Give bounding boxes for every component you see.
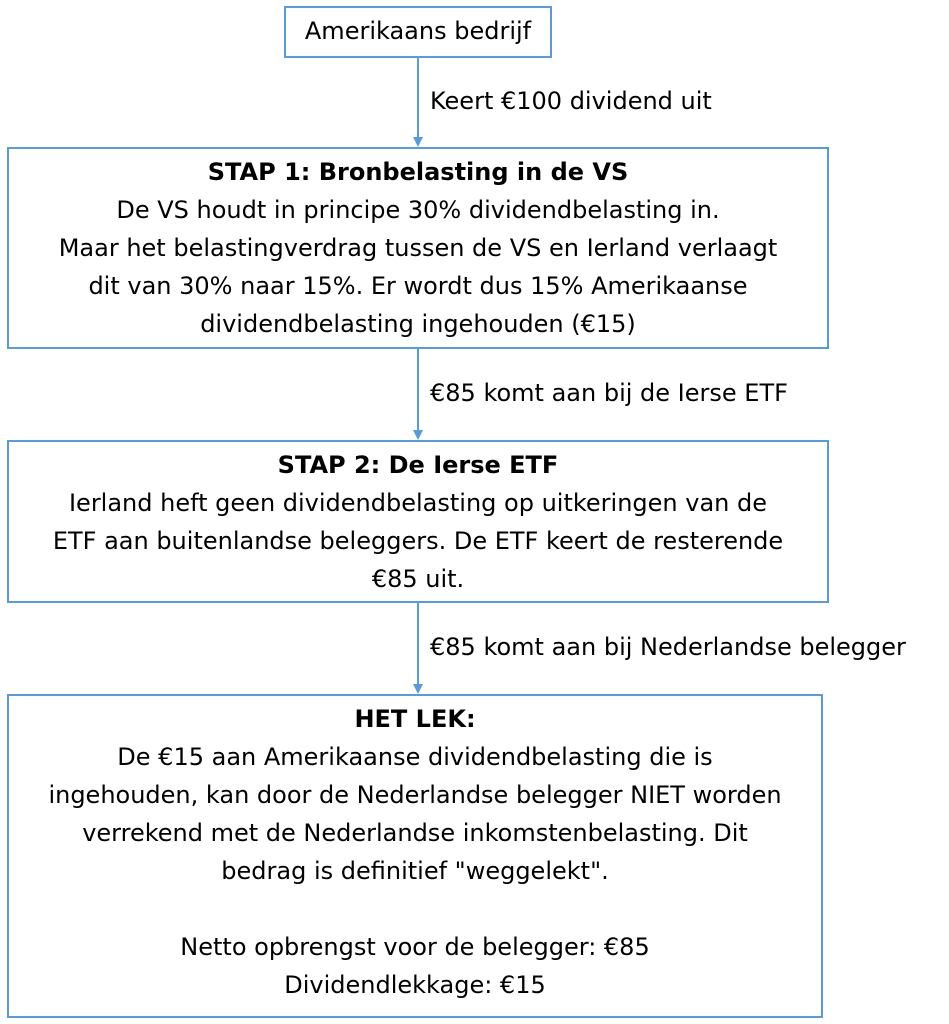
node-text-line: bedrag is definitief "weggelekt". <box>221 857 609 885</box>
node-stap-1: STAP 1: Bronbelasting in de VS De VS hou… <box>7 147 829 349</box>
edge-label-etf-arrival: €85 komt aan bij de Ierse ETF <box>430 379 788 407</box>
summary-net-return: Netto opbrengst voor de belegger: €85 <box>180 933 650 961</box>
summary-dividend-leakage: Dividendlekkage: €15 <box>284 971 546 999</box>
edge-label-investor-arrival: €85 komt aan bij Nederlandse belegger <box>430 633 906 661</box>
node-text-line: De €15 aan Amerikaanse dividendbelasting… <box>117 743 713 771</box>
node-label: Amerikaans bedrijf <box>304 17 532 45</box>
node-text-line: Ierland heft geen dividendbelasting op u… <box>68 489 768 517</box>
blank-line <box>9 890 821 928</box>
node-title: HET LEK: <box>354 705 476 733</box>
node-text-line: De VS houdt in principe 30% dividendbela… <box>116 196 720 224</box>
node-text-line: verrekend met de Nederlandse inkomstenbe… <box>82 819 748 847</box>
node-stap-2: STAP 2: De Ierse ETF Ierland heft geen d… <box>7 440 829 603</box>
node-text-line: dividendbelasting ingehouden (€15) <box>200 310 636 338</box>
node-text-line: dit van 30% naar 15%. Er wordt dus 15% A… <box>88 272 748 300</box>
node-amerikaans-bedrijf: Amerikaans bedrijf <box>284 6 552 58</box>
node-text-line: Maar het belastingverdrag tussen de VS e… <box>58 234 778 262</box>
edge-label-dividend-payout: Keert €100 dividend uit <box>430 87 712 115</box>
node-text-line: ingehouden, kan door de Nederlandse bele… <box>48 781 782 809</box>
node-het-lek: HET LEK: De €15 aan Amerikaanse dividend… <box>7 694 823 1018</box>
node-title: STAP 2: De Ierse ETF <box>277 451 559 479</box>
node-text-line: €85 uit. <box>371 565 465 593</box>
node-text-line: ETF aan buitenlandse beleggers. De ETF k… <box>52 527 784 555</box>
node-title: STAP 1: Bronbelasting in de VS <box>207 158 629 186</box>
